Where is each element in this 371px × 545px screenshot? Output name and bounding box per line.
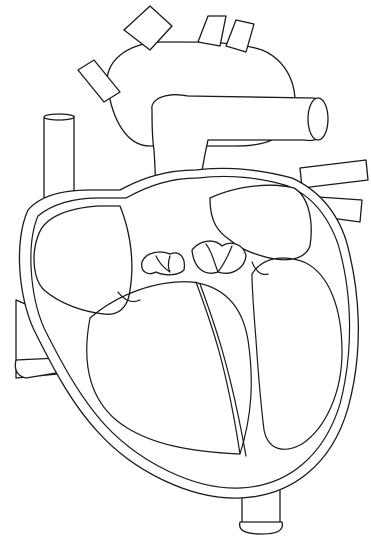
left-common-carotid-artery	[198, 16, 226, 46]
aortic-valve	[192, 241, 246, 273]
pulmonary-valve	[142, 252, 185, 275]
